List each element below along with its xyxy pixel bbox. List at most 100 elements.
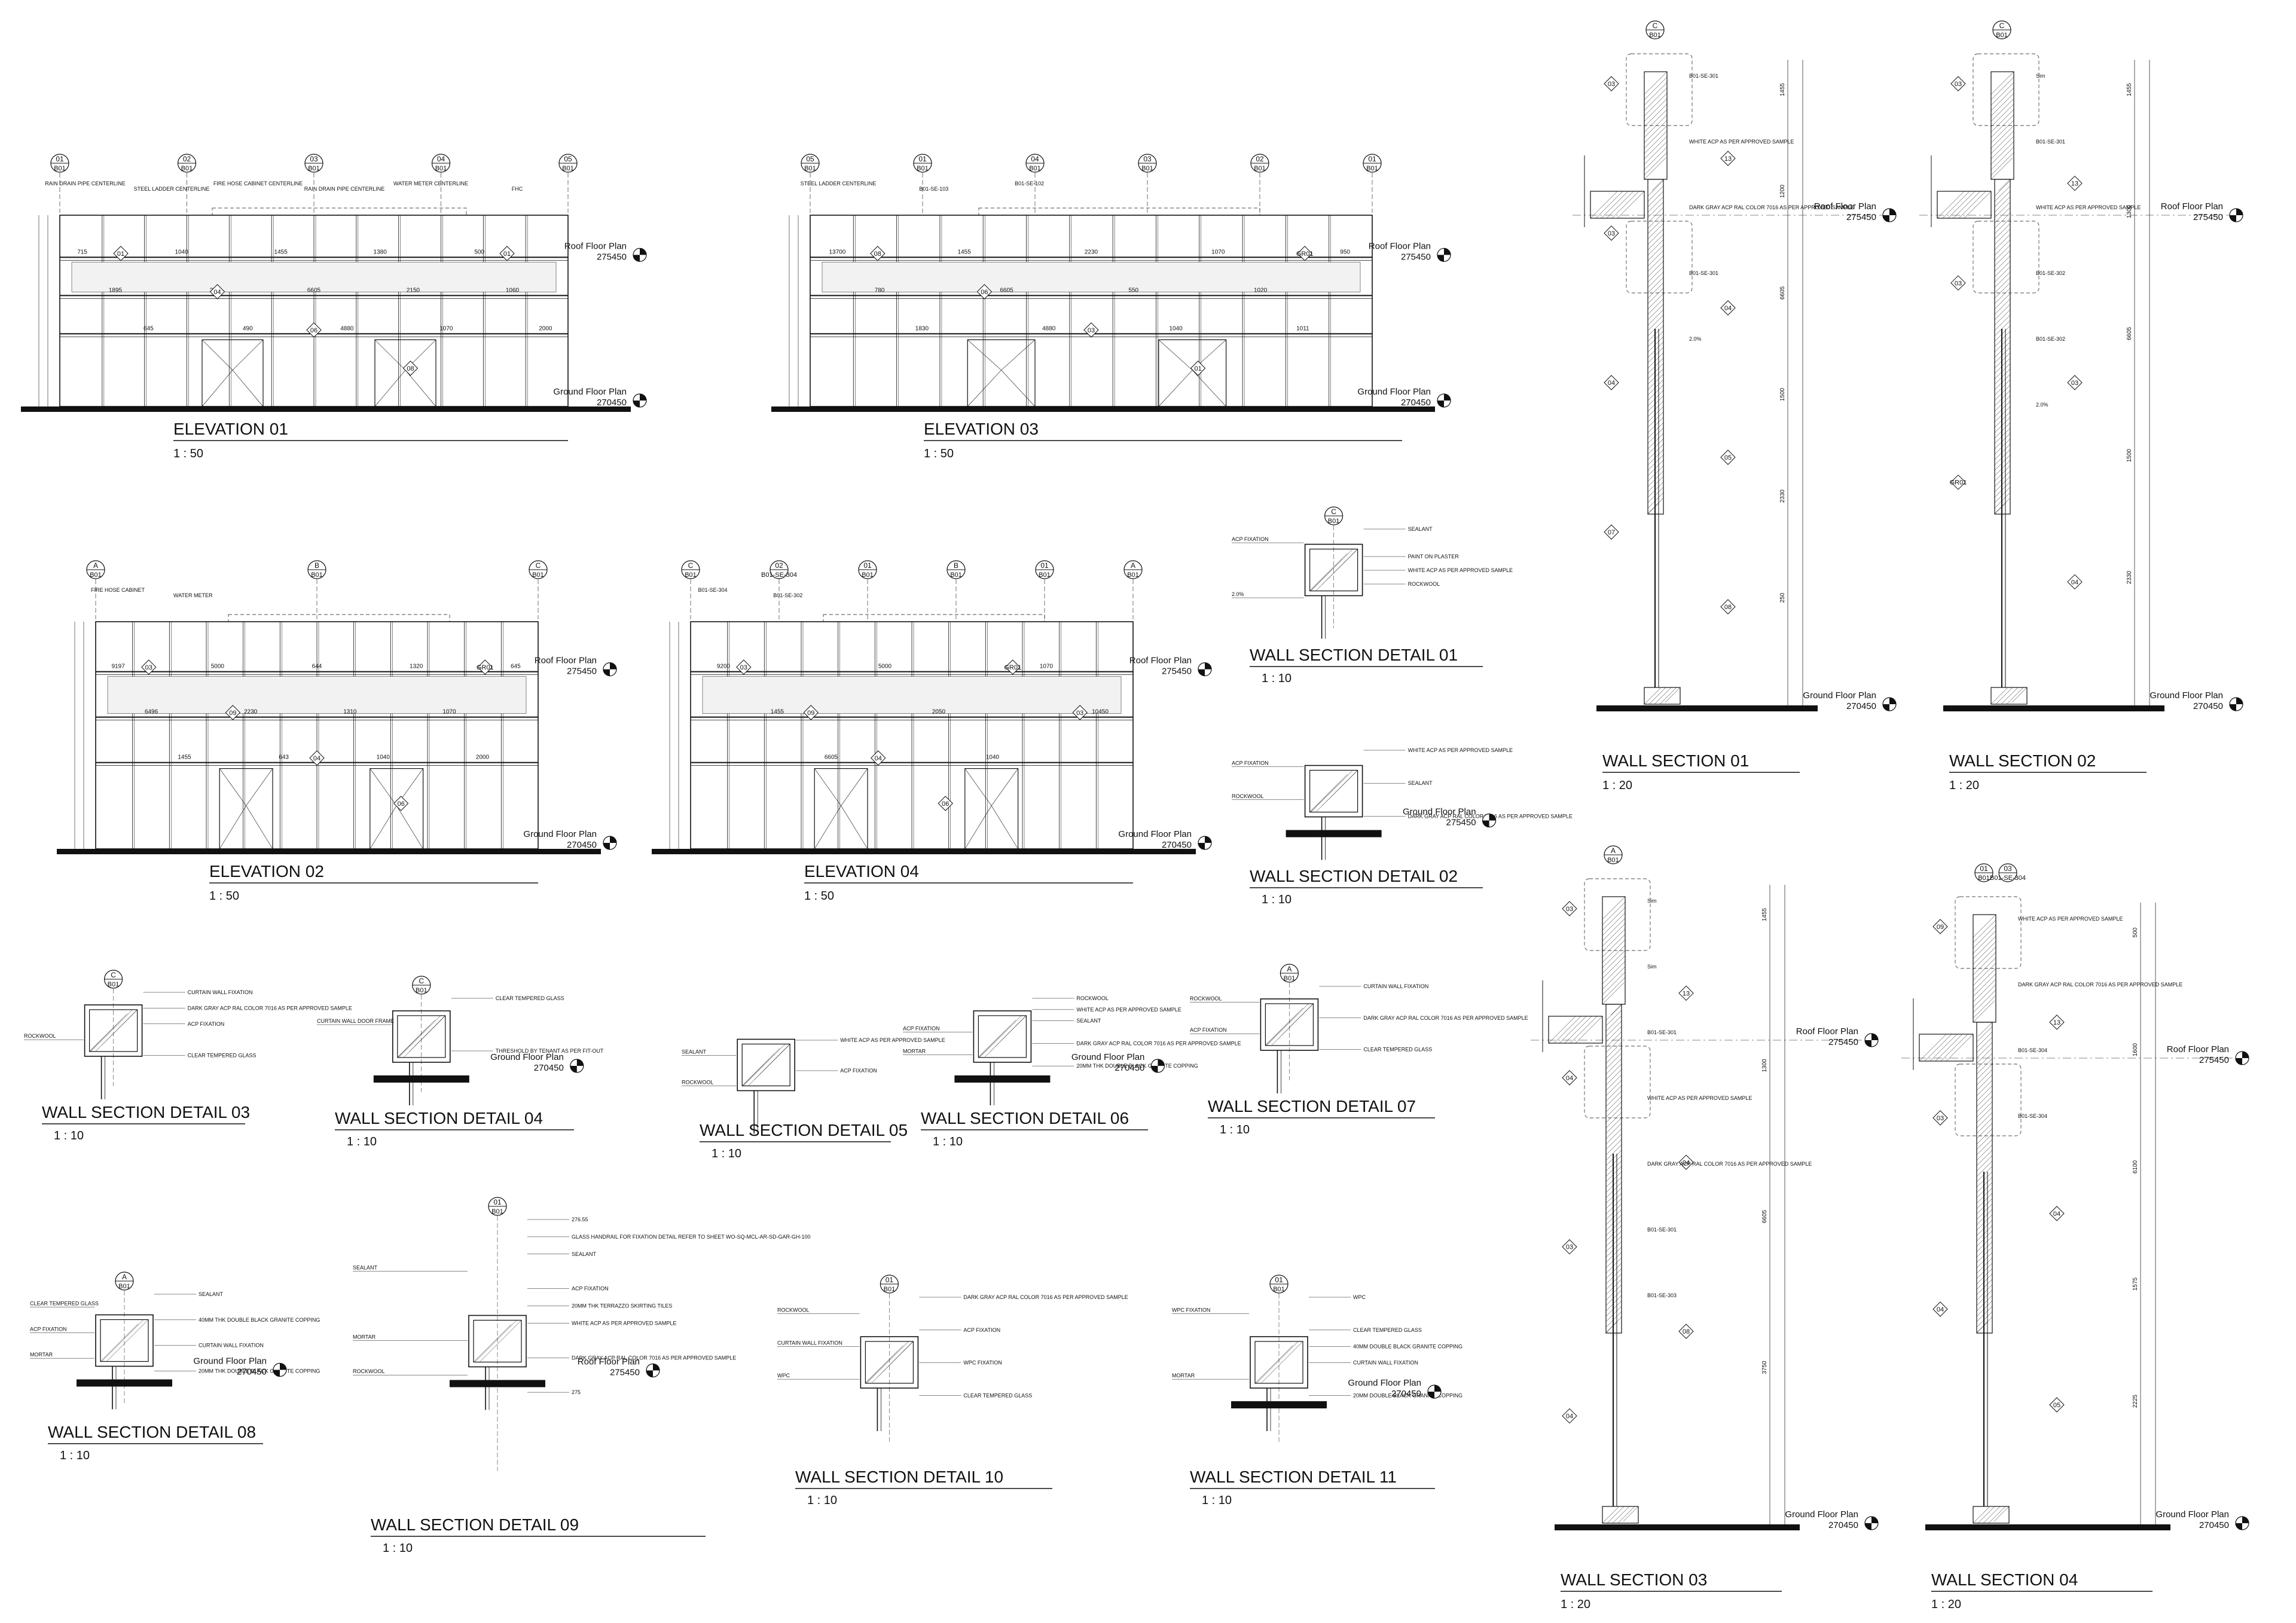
level-elevation: 270450 — [1846, 701, 1876, 711]
detail-wall-section — [89, 1009, 138, 1052]
grid-bubble-number: 01 — [1980, 864, 1988, 873]
annotation-note: DARK GRAY ACP RAL COLOR 7016 AS PER APPR… — [1076, 1040, 1241, 1046]
hatch-line — [1976, 1128, 1993, 1145]
hatch-line — [1994, 298, 2011, 315]
hatch-line — [1647, 266, 1664, 283]
door-swing — [246, 805, 273, 849]
level-name: Ground Floor Plan — [490, 1052, 564, 1062]
hatch-line — [1976, 1112, 1993, 1129]
level-elevation: 270450 — [1391, 1389, 1421, 1399]
view-scale: 1 : 10 — [1262, 672, 1292, 685]
material-tag-diamond — [1932, 1110, 1948, 1126]
level-target-fill — [1151, 1066, 1158, 1072]
view-title: WALL SECTION DETAIL 03 — [42, 1103, 250, 1121]
dimension-value: 644 — [312, 664, 322, 670]
grid-bubble-sheet: B01 — [1127, 571, 1139, 579]
door-frame — [219, 768, 273, 849]
material-tag: 13 — [1720, 151, 1736, 166]
hatch-outline — [1254, 1341, 1303, 1384]
level-target-fill — [2242, 1052, 2249, 1058]
level-target-fill — [1434, 1385, 1441, 1392]
hatch-line — [1976, 1096, 1993, 1112]
material-tag-diamond — [1720, 300, 1736, 316]
grid-bubble-sheet: B01 — [862, 571, 874, 579]
grid-bubble-sheet: B01 — [1273, 1286, 1285, 1293]
annotation-note: CURTAIN WALL FIXATION — [188, 989, 253, 995]
annotation-note: WHITE ACP AS PER APPROVED SAMPLE — [2018, 916, 2123, 922]
annotation-note: 276.55 — [572, 1217, 588, 1222]
hatch-line — [1644, 152, 1668, 176]
hatch-line — [1607, 1506, 1625, 1524]
annotation-note: WPC — [1353, 1294, 1366, 1300]
material-tag: 04 — [1604, 375, 1619, 390]
level-name: Roof Floor Plan — [578, 1357, 640, 1367]
level-name: Ground Floor Plan — [2155, 1509, 2229, 1520]
dimension-value: 1455 — [771, 709, 784, 716]
grid-bubble-number: 01 — [918, 155, 927, 163]
material-tag: GR01 — [1004, 659, 1021, 675]
hatch-line — [89, 1013, 127, 1052]
material-tag-label: 04 — [2053, 1211, 2060, 1218]
material-tag-label: 04 — [1566, 1413, 1573, 1420]
detail-wall-section — [473, 1319, 522, 1363]
door-swing — [1158, 340, 1193, 371]
annotation-note: STEEL LADDER CENTERLINE — [801, 181, 877, 187]
material-tag: 01 — [1190, 360, 1206, 376]
grid-bubble-number: 05 — [806, 155, 814, 163]
detail-wall-section — [1309, 769, 1358, 813]
dimension-value: 1455 — [274, 249, 288, 255]
level-target-fill — [1198, 669, 1205, 676]
hatch-outline — [1644, 687, 1681, 705]
annotation-note: STEEL LADDER CENTERLINE — [134, 186, 210, 192]
dimension-value: 6605 — [2126, 326, 2133, 340]
level-elevation: 275450 — [1401, 252, 1431, 262]
dimension-value: 1455 — [958, 249, 972, 255]
hatch-line — [1605, 1085, 1622, 1102]
door-frame — [201, 339, 264, 407]
hatch-line — [1602, 945, 1626, 968]
hatch-line — [1602, 928, 1626, 952]
hatch-line — [1990, 136, 2014, 160]
level-elevation: 270450 — [2199, 1520, 2229, 1530]
view-title: WALL SECTION 04 — [1931, 1570, 2078, 1589]
hatch-line — [1265, 1007, 1303, 1046]
view-title: WALL SECTION DETAIL 11 — [1190, 1468, 1397, 1486]
material-tag-label: 03 — [1937, 1115, 1944, 1122]
grid-bubble-sheet: B01-SE-304 — [1990, 875, 2026, 882]
annotation-note: SEALANT — [199, 1291, 224, 1297]
hatch-line — [1976, 1037, 1993, 1053]
hatch-line — [1644, 87, 1668, 111]
grid-bubble-number: C — [536, 561, 541, 570]
grid-bubble-number: 03 — [1143, 155, 1152, 163]
hatch-line — [1548, 1016, 1576, 1044]
hatch-line — [1994, 223, 2011, 240]
hatch-line — [1647, 288, 1664, 304]
hatch-line — [1605, 1063, 1622, 1080]
hatch-line — [1605, 1112, 1622, 1129]
hatch-line — [1647, 196, 1664, 213]
hatch-line — [1977, 1506, 1995, 1524]
level-target-fill — [1883, 704, 1889, 711]
door-frame — [374, 339, 436, 407]
annotation-note: B01-SE-302 — [773, 592, 802, 598]
acp-cladding — [1304, 765, 1363, 818]
hatch-line — [1602, 907, 1626, 931]
level-target-fill — [1205, 662, 1211, 670]
material-tag-diamond — [1562, 1408, 1577, 1424]
annotation-note: CLEAR TEMPERED GLASS — [496, 995, 564, 1001]
level-name: Ground Floor Plan — [523, 829, 597, 839]
ground-line — [1555, 1524, 1800, 1530]
hatch-line — [1596, 1016, 1603, 1022]
grid-bubble-number: 02 — [1256, 155, 1264, 163]
material-tag-diamond — [1562, 1070, 1577, 1086]
view-title: WALL SECTION DETAIL 06 — [921, 1109, 1129, 1127]
base-plinth — [1644, 687, 1681, 705]
parapet-outline — [823, 614, 1045, 622]
material-tag-label: 06 — [942, 800, 949, 808]
